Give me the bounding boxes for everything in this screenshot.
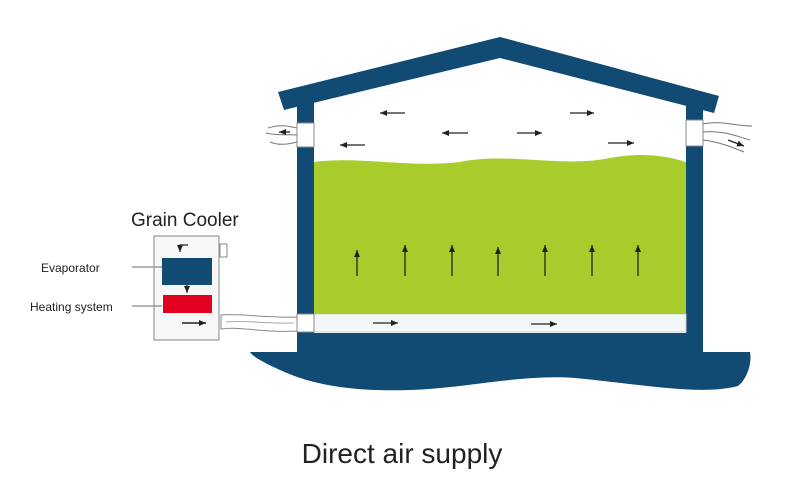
evaporator-label: Evaporator: [41, 261, 100, 275]
cooler-handle: [219, 243, 228, 258]
grain-pile: [314, 155, 686, 314]
caption: Direct air supply: [302, 438, 503, 469]
cooler-inlet-arrow: [177, 244, 188, 252]
air-duct: [313, 313, 687, 333]
floor-slab: [297, 333, 703, 353]
supply-hose-detail: [225, 320, 295, 324]
supply-hose: [220, 314, 298, 332]
duct-inlet: [296, 313, 315, 333]
diagram-title: Grain Cooler: [131, 210, 239, 231]
ground-foundation: [250, 352, 751, 391]
heating-system-label: Heating system: [30, 300, 113, 314]
left-vent: [296, 122, 315, 148]
right-wall: [686, 100, 703, 356]
duct-airflow-arrows: [373, 320, 557, 327]
right-vent: [685, 119, 704, 147]
right-exhaust-arrow: [727, 139, 745, 147]
grain-airflow-arrows: [354, 245, 641, 276]
left-exhaust-airflow: [265, 125, 298, 145]
roof: [278, 37, 719, 113]
right-exhaust-airflow: [702, 122, 753, 153]
attic-airflow-arrows: [279, 110, 634, 148]
grain-cooler-unit: [153, 235, 228, 341]
left-wall: [297, 100, 314, 356]
evaporator-block: [162, 258, 212, 285]
heating-system-block: [163, 295, 212, 313]
